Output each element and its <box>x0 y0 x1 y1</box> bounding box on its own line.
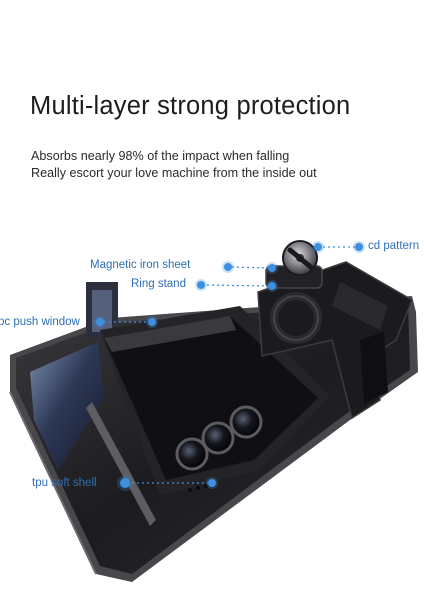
leader-ring-stand <box>201 284 271 287</box>
camera-lens-3 <box>175 437 209 471</box>
phone-screen <box>30 342 104 470</box>
leader-magnetic-sheet <box>231 266 271 269</box>
callout-magnetic-iron-sheet: Magnetic iron sheet <box>90 259 191 271</box>
callout-push-window-dot <box>96 318 104 326</box>
callout-cd-pattern-dot <box>355 243 363 251</box>
callout-cd-pattern-anchor-dot <box>314 243 322 251</box>
callout-magnetic-sheet-anchor-dot <box>268 264 276 272</box>
callout-magnetic-sheet-dot <box>224 263 232 271</box>
camera-lens-1 <box>229 405 263 439</box>
push-window-slider <box>104 316 318 480</box>
callout-ring-stand-dot <box>197 281 205 289</box>
callout-push-window-anchor-dot <box>148 318 156 326</box>
callout-ring-stand: Ring stand <box>131 278 186 290</box>
callout-ring-stand-anchor-dot <box>268 282 276 290</box>
callout-pc-push-window: pc push window <box>0 316 80 328</box>
subtitle: Absorbs nearly 98% of the impact when fa… <box>31 148 317 182</box>
subtitle-line-2: Really escort your love machine from the… <box>31 166 317 180</box>
camera-lens-2 <box>201 421 235 455</box>
callout-tpu-shell-dot <box>120 478 130 488</box>
callout-tpu-soft-shell: tpu soft shell <box>32 477 97 489</box>
callout-cd-pattern: cd pattern <box>368 240 420 252</box>
callout-tpu-shell-anchor-dot <box>208 479 216 487</box>
subtitle-line-1: Absorbs nearly 98% of the impact when fa… <box>31 149 290 163</box>
page-title: Multi-layer strong protection <box>30 92 351 120</box>
